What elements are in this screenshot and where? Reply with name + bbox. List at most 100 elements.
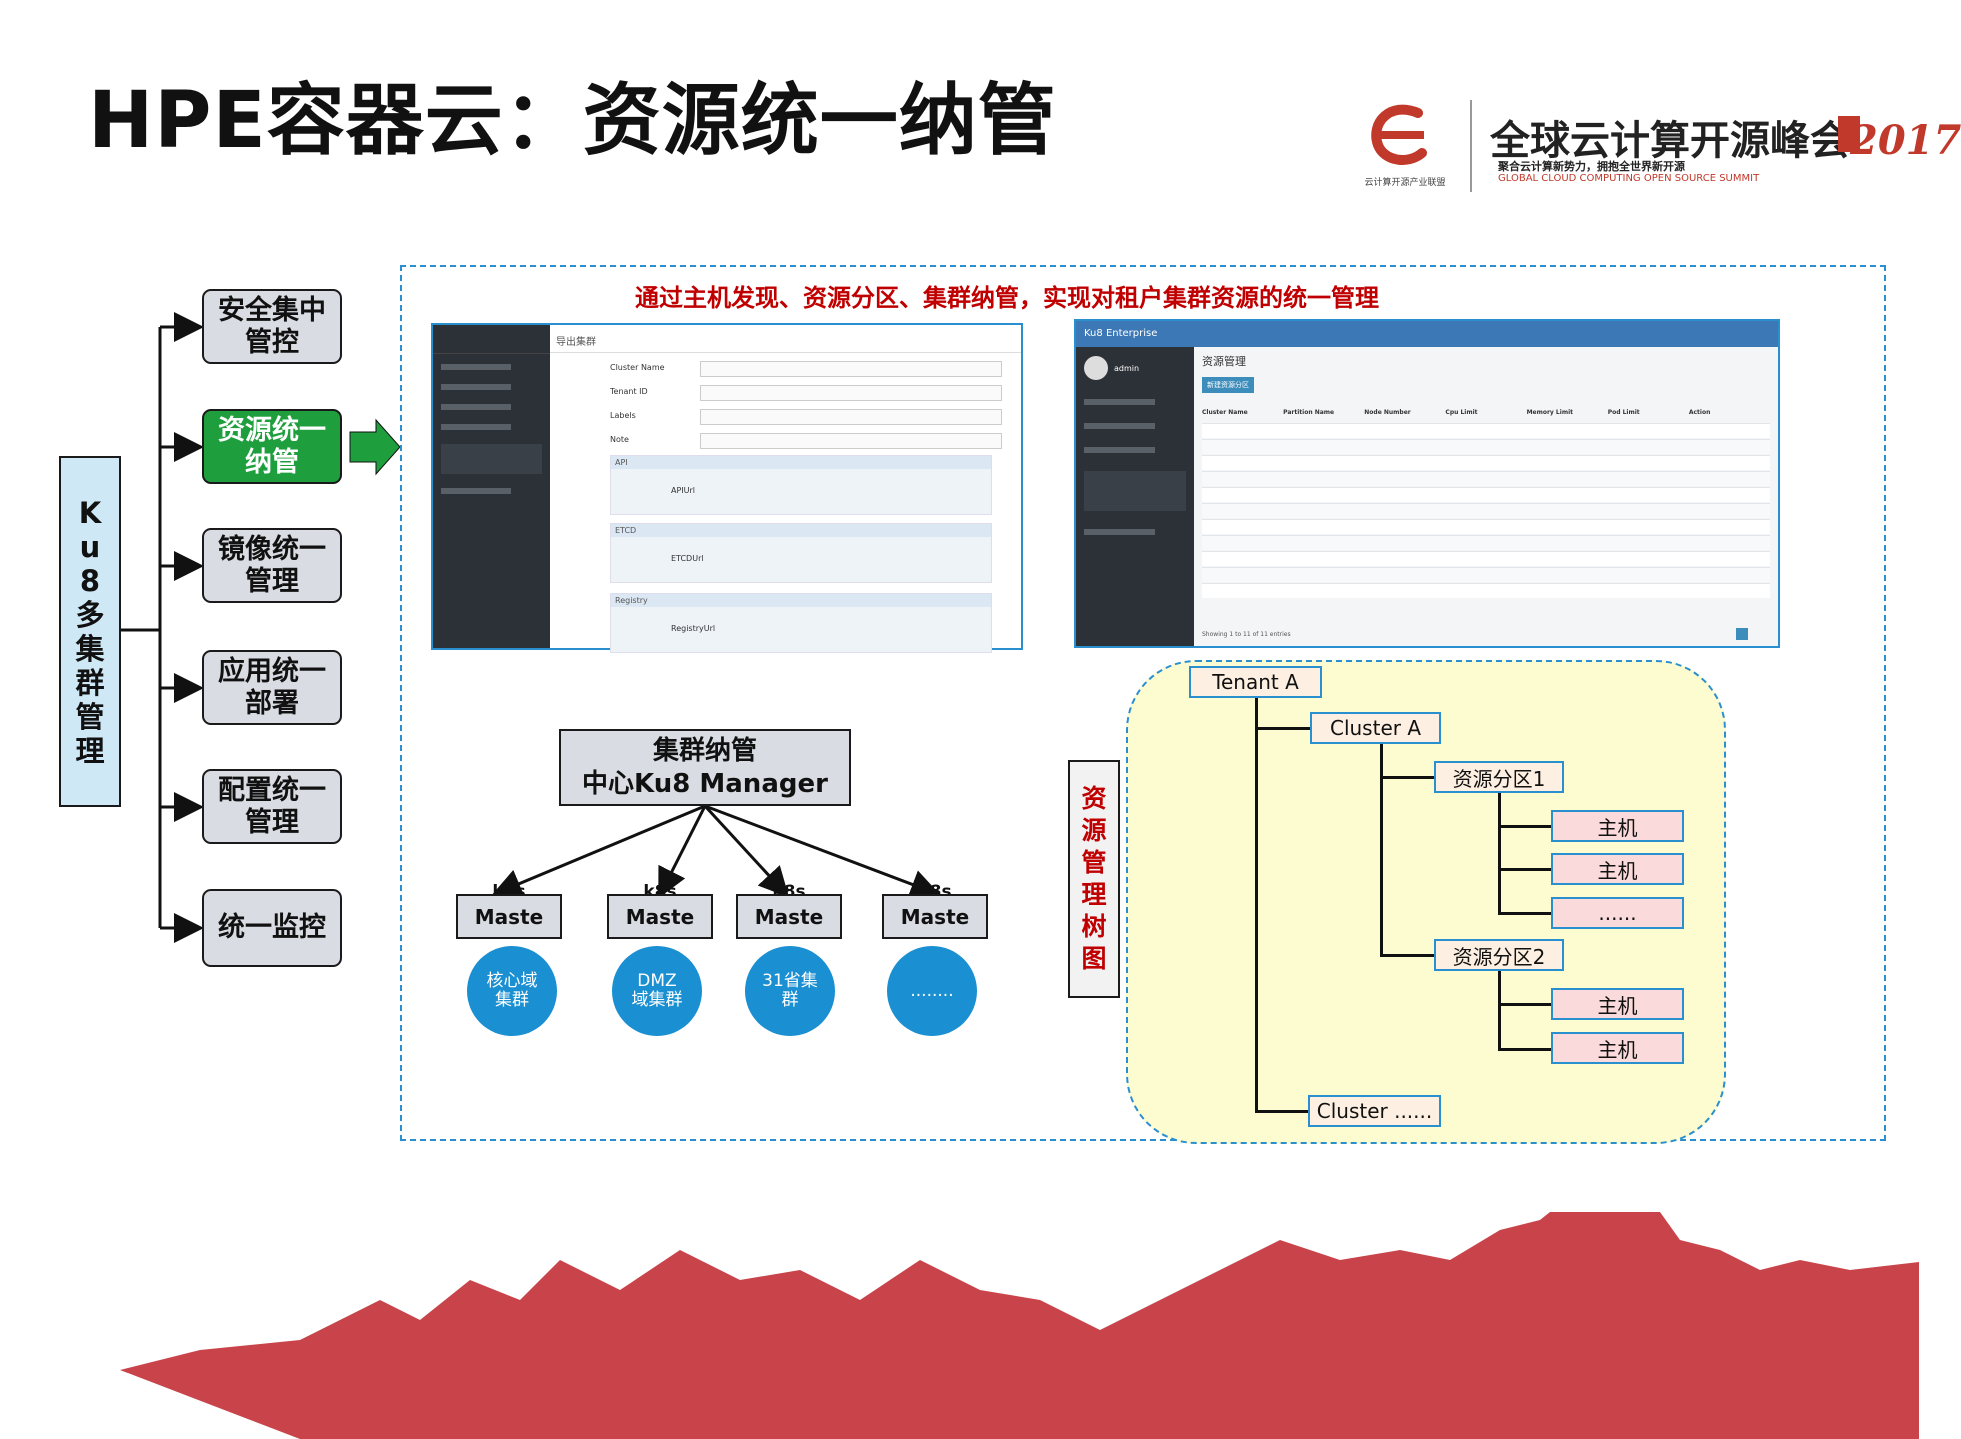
feature-line: 配置统一 bbox=[218, 774, 326, 806]
feature-box-config[interactable]: 配置统一管理 bbox=[202, 769, 342, 844]
tree-line bbox=[1255, 1110, 1310, 1113]
screenshot-content: 资源管理 新建资源分区 Cluster Name Partition Name … bbox=[1194, 347, 1778, 646]
feature-box-image[interactable]: 镜像统一管理 bbox=[202, 528, 342, 603]
form-label: Tenant ID bbox=[610, 387, 648, 396]
tree-line bbox=[1498, 1048, 1553, 1051]
ku8-label-char: 管 bbox=[75, 699, 105, 734]
manager-line: 中心Ku8 Manager bbox=[582, 768, 828, 799]
tree-line bbox=[1498, 868, 1553, 871]
feature-line: 镜像统一 bbox=[218, 533, 326, 565]
tree-node-host[interactable]: 主机 bbox=[1551, 853, 1684, 885]
cluster-line: 群 bbox=[781, 990, 799, 1010]
feature-line: 统一监控 bbox=[218, 912, 326, 943]
screenshot-page-title: 资源管理 bbox=[1202, 355, 1246, 368]
tree-node-cluster-a[interactable]: Cluster A bbox=[1310, 712, 1441, 744]
ku8-label: K u 8 多 集 群 管 理 bbox=[59, 456, 121, 807]
k8s-master-box: Maste bbox=[736, 894, 842, 939]
table-row bbox=[1202, 567, 1770, 582]
tree-node-host[interactable]: 主机 bbox=[1551, 988, 1684, 1020]
section-title: Registry bbox=[611, 594, 991, 607]
cluster-line: 31省集 bbox=[762, 971, 818, 991]
ku8-label-char: 集 bbox=[75, 631, 105, 666]
tree-line bbox=[1380, 744, 1383, 956]
feature-box-resource[interactable]: 资源统一纳管 bbox=[202, 409, 342, 484]
table-header: Cluster Name Partition Name Node Number … bbox=[1202, 409, 1770, 421]
tree-node-cluster-more[interactable]: Cluster ...... bbox=[1308, 1095, 1441, 1127]
screenshot-user: admin bbox=[1114, 363, 1140, 373]
form-label: APIUrl bbox=[671, 486, 696, 495]
tree-node-host[interactable]: 主机 bbox=[1551, 810, 1684, 842]
manager-line: 集群纳管 bbox=[652, 735, 757, 766]
screenshot-sidebar bbox=[433, 325, 550, 648]
tree-line bbox=[1498, 825, 1553, 828]
feature-line: 管理 bbox=[245, 806, 299, 838]
ku8-manager-box: 集群纳管 中心Ku8 Manager bbox=[559, 729, 851, 806]
table-row bbox=[1202, 551, 1770, 566]
connector-layer bbox=[117, 312, 1919, 1439]
tree-line bbox=[1498, 970, 1501, 1050]
column-header: Action bbox=[1688, 409, 1711, 416]
add-partition-button[interactable]: 新建资源分区 bbox=[1202, 377, 1254, 393]
feature-box-security[interactable]: 安全集中管控 bbox=[202, 289, 342, 364]
cluster-line: 域集群 bbox=[631, 990, 683, 1010]
column-header: Partition Name bbox=[1283, 409, 1335, 416]
logo-slogan: 聚合云计算新势力，拥抱全世界新开源 bbox=[1498, 160, 1685, 173]
tree-node-partition-2[interactable]: 资源分区2 bbox=[1434, 939, 1564, 971]
screenshot-topbar: Ku8 Enterprise bbox=[1076, 321, 1778, 347]
tree-label-char: 树 bbox=[1081, 912, 1107, 941]
k8s-master-box: Maste bbox=[607, 894, 713, 939]
cluster-circle: ........ bbox=[887, 946, 977, 1036]
tree-label-char: 理 bbox=[1081, 880, 1107, 909]
feature-line: 管理 bbox=[245, 565, 299, 597]
table-row bbox=[1202, 535, 1770, 550]
table-row bbox=[1202, 471, 1770, 486]
feature-box-deploy[interactable]: 应用统一部署 bbox=[202, 650, 342, 725]
tree-line bbox=[1380, 954, 1434, 957]
feature-line: 应用统一 bbox=[218, 655, 326, 687]
feature-line: 管控 bbox=[245, 326, 299, 358]
screenshot-brand: Ku8 Enterprise bbox=[1084, 328, 1158, 339]
logo-divider bbox=[1470, 100, 1472, 192]
tree-node-tenant[interactable]: Tenant A bbox=[1189, 666, 1322, 698]
feature-line: 安全集中 bbox=[218, 294, 326, 326]
ku8-label-char: 群 bbox=[75, 665, 105, 700]
logo-year: 2017 bbox=[1850, 117, 1961, 164]
table-row bbox=[1202, 583, 1770, 598]
tree-line bbox=[1255, 698, 1258, 1111]
pagination-current[interactable] bbox=[1736, 628, 1748, 640]
ku8-label-char: 理 bbox=[75, 733, 105, 768]
ku8-label-char: 8 bbox=[79, 563, 101, 598]
resource-tree-label: 资 源 管 理 树 图 bbox=[1068, 760, 1120, 998]
tree-node-host[interactable]: 主机 bbox=[1551, 1032, 1684, 1064]
column-header: Cluster Name bbox=[1202, 409, 1248, 416]
column-header: Node Number bbox=[1364, 409, 1411, 416]
tree-line bbox=[1498, 792, 1501, 914]
tree-line bbox=[1380, 776, 1434, 779]
tree-line bbox=[1498, 1003, 1553, 1006]
table-footer: Showing 1 to 11 of 11 entries bbox=[1202, 631, 1291, 638]
feature-line: 资源统一 bbox=[218, 414, 326, 446]
tree-line bbox=[1498, 912, 1553, 915]
table-row bbox=[1202, 439, 1770, 454]
table-row bbox=[1202, 423, 1770, 438]
tree-label-char: 资 bbox=[1081, 784, 1107, 813]
k8s-master-box: Maste bbox=[882, 894, 988, 939]
screenshot-header: 导出集群 bbox=[550, 325, 1021, 353]
table-row bbox=[1202, 455, 1770, 470]
feature-box-monitor[interactable]: 统一监控 bbox=[202, 889, 342, 967]
tree-node-more-hosts[interactable]: ...... bbox=[1551, 897, 1684, 929]
column-header: Pod Limit bbox=[1607, 409, 1640, 416]
summit-logo-icon bbox=[1360, 95, 1440, 175]
form-label: Note bbox=[610, 435, 629, 444]
section-title: ETCD bbox=[611, 524, 991, 537]
table-row bbox=[1202, 487, 1770, 502]
tree-node-partition-1[interactable]: 资源分区1 bbox=[1434, 761, 1564, 793]
cluster-circle: 31省集群 bbox=[745, 946, 835, 1036]
form-label: Cluster Name bbox=[610, 363, 665, 372]
cluster-circle: 核心域集群 bbox=[467, 946, 557, 1036]
